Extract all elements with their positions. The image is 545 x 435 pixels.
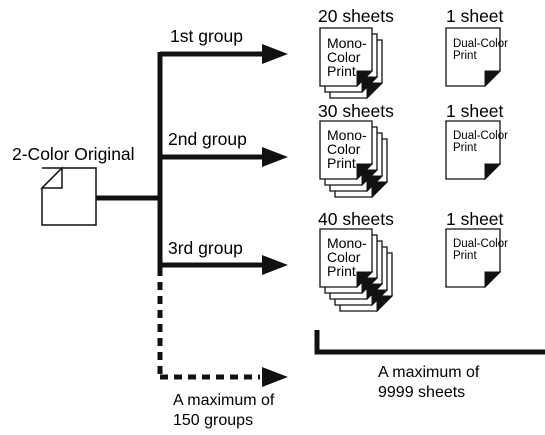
mono-count-1: 20 sheets: [318, 6, 394, 26]
dual-color-print-icon: [445, 27, 502, 88]
mono-print-sheet-icon: [319, 120, 374, 181]
dual-count-1: 1 sheet: [446, 6, 504, 26]
trunk-lines: [96, 52, 163, 377]
arrow-1st-group: [160, 44, 288, 64]
max-groups-line-1: A maximum of: [173, 392, 275, 409]
mono-count-3: 40 sheets: [318, 209, 394, 229]
max-sheets-line-1: A maximum of: [378, 364, 480, 381]
dual-count-3: 1 sheet: [446, 209, 504, 229]
max-groups-line-2: 150 groups: [173, 412, 254, 429]
group-label-3: 3rd group: [168, 238, 243, 258]
arrow-max-groups: [160, 367, 288, 387]
dual-color-print-icon: [445, 120, 502, 181]
max-sheets-line-2: 9999 sheets: [378, 384, 466, 401]
mono-print-sheet-icon: [319, 27, 374, 88]
arrow-3rd-group: [160, 255, 288, 275]
mono-print-sheet-icon: [319, 228, 374, 289]
original-label: 2-Color Original: [12, 144, 135, 164]
group-label-2: 2nd group: [168, 129, 247, 149]
dual-color-print-icon: [445, 228, 502, 289]
arrow-2nd-group: [160, 147, 288, 167]
original-document-icon: [40, 166, 97, 226]
dual-count-2: 1 sheet: [446, 101, 504, 121]
group-label-1: 1st group: [170, 26, 243, 46]
max-sheets-bracket: [314, 330, 545, 355]
mono-count-2: 30 sheets: [318, 101, 394, 121]
